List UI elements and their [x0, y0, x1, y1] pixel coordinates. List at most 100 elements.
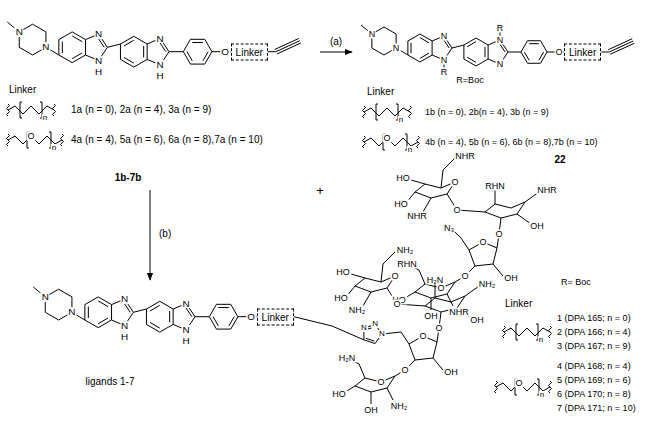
atom-label: NHR: [454, 152, 476, 161]
repeat-bracket: [376, 104, 378, 120]
repeat-index: n: [51, 144, 57, 152]
bond-line: [364, 108, 410, 116]
bond-line: [213, 317, 218, 326]
atom-label: HO: [395, 174, 411, 183]
bond-line: [183, 39, 212, 64]
bond-line: [433, 358, 443, 370]
atom-label: N: [120, 321, 129, 331]
bond-line: [493, 264, 503, 276]
compound-name: ligands 1-7: [85, 377, 136, 387]
bond-line: [401, 332, 409, 344]
bond-line: [169, 51, 183, 52]
bond-line: [203, 52, 208, 61]
bond-line: [387, 388, 393, 400]
bond-line: [508, 52, 521, 53]
linker-box: Linker: [231, 43, 268, 60]
atom-label: N: [41, 292, 50, 302]
atom-label: NHR: [536, 186, 558, 195]
bond-line: [529, 43, 539, 44]
wavy-bond: [7, 104, 10, 116]
bond-line: [124, 57, 134, 63]
atom-label: N₃: [443, 224, 455, 233]
triple-bond: [275, 38, 299, 49]
repeat-bracket: [516, 324, 518, 340]
atom-label: N: [378, 330, 386, 338]
reaction-arrow: [150, 190, 151, 280]
atom-label: NHR: [406, 212, 428, 221]
compound-list: 5 (DPA 169; n = 6): [556, 376, 632, 385]
bond-line: [195, 316, 209, 317]
compound-list: 4 (DPA 168; n = 4): [556, 362, 632, 371]
triple-bond: [277, 43, 301, 54]
bond-line: [420, 53, 429, 58]
group-heading: Linker: [8, 85, 37, 95]
step-label: (b): [158, 229, 172, 239]
bond-line: [467, 57, 476, 62]
bond-line: [192, 42, 203, 43]
bond-line: [521, 41, 547, 64]
triple-bond: [276, 41, 300, 52]
bond-line: [355, 276, 395, 292]
reaction-arrow: [320, 52, 352, 53]
linker-label: Linker: [569, 47, 596, 58]
bond-line: [218, 307, 229, 308]
bond-line: [411, 266, 425, 284]
atom-label: NH₂: [478, 280, 497, 289]
atom-label: NH₂: [390, 402, 409, 411]
plus-sign: +: [315, 184, 325, 197]
wavy-bond: [549, 326, 552, 338]
atom-label: O: [392, 300, 401, 309]
atom-label: R: [440, 68, 449, 77]
bond-line: [408, 34, 432, 62]
bond-line: [371, 392, 372, 404]
atom-label: O: [554, 48, 563, 57]
compound-number: 1b-7b: [114, 173, 143, 183]
bond-line: [484, 47, 485, 57]
compound-list: 1a (n = 0), 2a (n = 4), 3a (n = 9): [70, 105, 212, 115]
atom-label: H₂N: [426, 276, 445, 285]
compound-number: 22: [553, 155, 566, 165]
repeat-index: n: [407, 146, 413, 154]
atom-label: O: [494, 230, 503, 239]
bond-line: [268, 51, 276, 52]
triple-bond: [608, 39, 632, 50]
atom-label: RHN: [484, 182, 506, 191]
atom-label: HO: [333, 294, 349, 303]
bond-line: [435, 284, 436, 298]
atom-label: N: [440, 32, 449, 41]
bond-line: [98, 301, 108, 307]
repeat-bracket: [20, 102, 22, 118]
bond-line: [366, 338, 374, 341]
atom-label: NHR: [448, 308, 470, 317]
atom-label: O: [26, 132, 35, 141]
wavy-bond: [417, 136, 420, 148]
atom-label: O: [514, 379, 523, 388]
atom-label: N: [182, 325, 191, 335]
compound-list: 4a (n = 4), 5a (n = 6), 6a (n = 8),7a (n…: [70, 135, 264, 145]
bond-line: [294, 317, 364, 340]
atom-label: R: [496, 24, 505, 33]
bond-line: [464, 38, 488, 66]
compound-list: 6 (DPA 170; n = 8): [556, 390, 632, 399]
bond-line: [420, 38, 429, 43]
bond-line: [504, 328, 550, 336]
bond-line: [461, 238, 469, 250]
wavy-bond: [53, 104, 56, 116]
repeat-index: n: [398, 116, 404, 124]
bond-line: [72, 53, 82, 59]
wavy-bond: [61, 134, 64, 146]
atom-label: HO: [393, 200, 409, 209]
atom-label: N: [94, 56, 103, 66]
compound-list: 3 (DPA 167; n = 9): [556, 342, 632, 351]
bond-line: [467, 42, 476, 47]
bond-line: [601, 52, 609, 53]
bond-line: [229, 317, 234, 326]
atom-label: O: [450, 178, 459, 187]
bond-line: [72, 36, 82, 42]
group-definition: R=Boc: [455, 76, 484, 85]
step-label: (a): [329, 37, 343, 47]
atom-label: OH: [443, 368, 459, 377]
atom-label: N: [496, 36, 505, 45]
atom-label: OH: [423, 312, 439, 321]
